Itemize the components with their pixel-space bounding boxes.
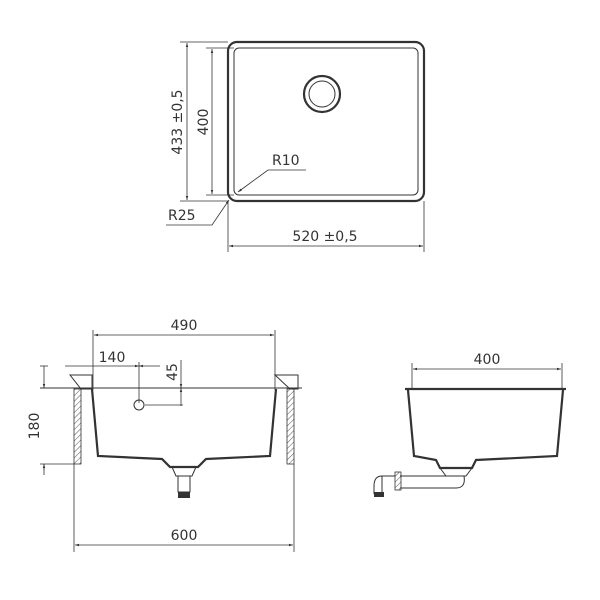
r10-leader xyxy=(237,169,306,193)
drain-outlet xyxy=(178,492,190,498)
cabinet-wall-right xyxy=(286,388,295,465)
drain-fitting-front xyxy=(171,466,197,493)
pipe-outlet xyxy=(374,492,384,497)
trap-pipe xyxy=(373,475,465,494)
pipe-nut xyxy=(394,471,402,491)
top-view: 433 ±0,5 400 R10 R25 520 ±0,5 xyxy=(166,40,426,252)
dim-520-label: 520 ±0,5 xyxy=(292,229,357,245)
dim-180-label: 180 xyxy=(27,413,43,440)
dim-140-label: 140 xyxy=(99,350,126,366)
drain-inner xyxy=(308,80,336,108)
r25-label: R25 xyxy=(168,208,196,224)
r10-label: R10 xyxy=(272,153,300,169)
dim-45-label: 45 xyxy=(165,363,181,381)
dim-400-side-label: 400 xyxy=(474,352,501,368)
sink-outline-inner xyxy=(233,47,419,196)
dim-490-label: 490 xyxy=(171,318,198,334)
dim-600-label: 600 xyxy=(171,528,198,544)
countertop-section xyxy=(68,374,299,390)
dim-400-top-label: 400 xyxy=(196,109,212,136)
r25-leader xyxy=(166,199,230,226)
overflow-hole xyxy=(133,399,145,411)
sink-body-front xyxy=(90,388,278,469)
front-view: 490 140 45 180 600 xyxy=(27,318,302,552)
sink-outline-outer xyxy=(226,40,426,203)
drain-outer xyxy=(302,74,342,114)
dim-433-label: 433 ±0,5 xyxy=(170,89,186,154)
sink-body-side xyxy=(406,389,565,470)
side-view: 400 xyxy=(373,352,566,497)
cabinet-wall-left xyxy=(73,388,82,465)
